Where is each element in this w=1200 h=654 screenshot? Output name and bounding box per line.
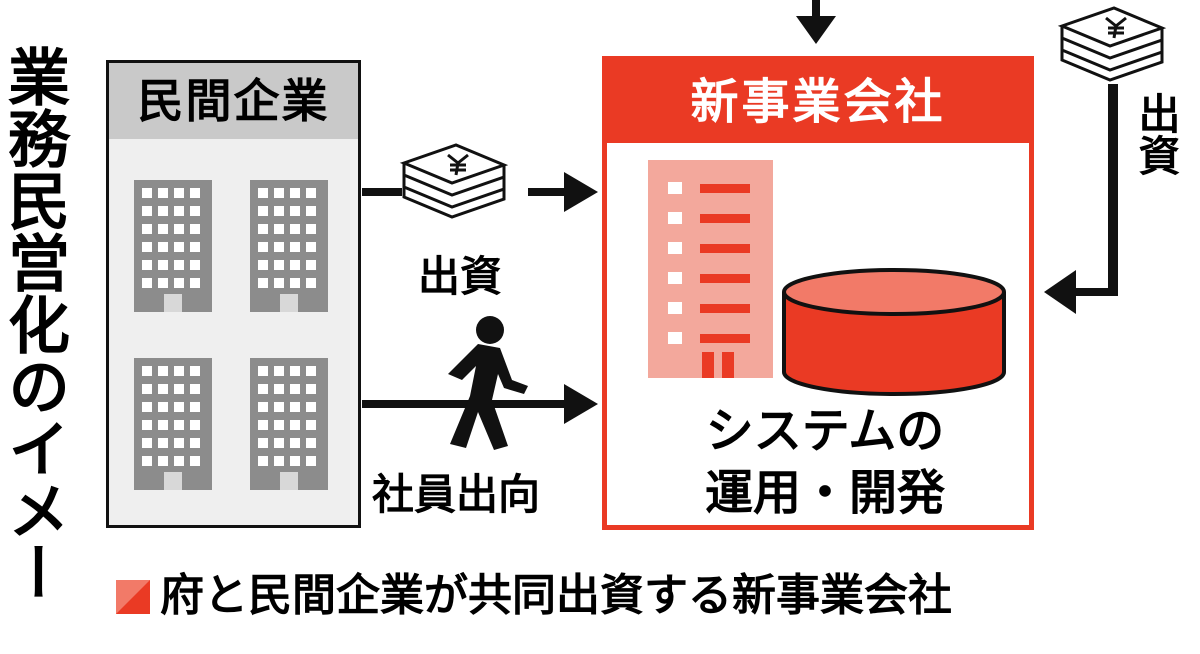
diagram-graphics	[116, 0, 1164, 614]
system-label: システムの 運用・開発	[640, 400, 1010, 524]
building-icon	[250, 180, 328, 312]
building-icon	[134, 180, 212, 312]
secondment-label: 社員出向	[372, 470, 541, 519]
system-label-line1: システムの	[705, 403, 945, 459]
investment-label: 出資	[418, 252, 503, 301]
system-label-line2: 運用・開発	[704, 465, 945, 521]
secondment-arrow	[362, 384, 598, 424]
money-stack-icon	[402, 143, 506, 219]
legend-swatch-icon	[116, 580, 150, 614]
system-database-icon	[782, 268, 1006, 396]
building-icon	[250, 358, 328, 490]
legend-text: 府と民間企業が共同出資する新事業会社	[160, 570, 952, 621]
building-icon	[134, 358, 212, 490]
arrow-down-icon	[796, 0, 836, 44]
right-investment-arrow	[1044, 84, 1118, 314]
private-company-header: 民間企業	[109, 63, 358, 139]
new-company-building-icon	[648, 160, 773, 378]
money-stack-icon	[1060, 6, 1164, 82]
new-company-header: 新事業会社	[607, 61, 1029, 143]
walking-person-icon	[448, 316, 528, 450]
page-title: 業務民営化のイメー	[0, 45, 70, 603]
investment-arrow	[362, 172, 598, 212]
right-investment-label: 出資	[1132, 92, 1181, 176]
